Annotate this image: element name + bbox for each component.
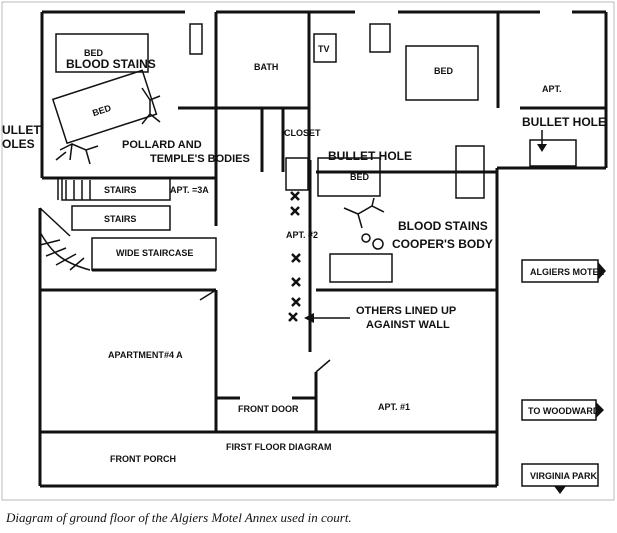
label-others-2: AGAINST WALL [366,319,450,331]
sign-virginia-park: VIRGINIA PARK [530,471,598,481]
label-first-floor-diagram: FIRST FLOOR DIAGRAM [226,442,332,452]
sign-algiers-motel: ALGIERS MOTEL [530,267,605,277]
label-blood-stains-top: BLOOD STAINS [66,57,156,71]
tv-box [313,33,337,63]
label-wide-staircase: WIDE STAIRCASE [116,248,193,258]
label-bed-tilted: BED [91,103,113,119]
signs [521,259,606,494]
label-others-1: OTHERS LINED UP [356,305,456,317]
label-closet: CLOSET [284,128,321,138]
label-stairs-lower: STAIRS [104,214,136,224]
label-front-door: FRONT DOOR [238,404,299,414]
label-bullet-hole-right: BULLET HOLE [522,115,606,129]
label-bed-top-right: BED [434,66,454,76]
label-apt2: APT. #2 [286,230,318,240]
label-stairs-upper: STAIRS [104,185,136,195]
bed-apt2 [317,157,381,197]
label-bed-top-left: BED [84,48,104,58]
label-bullet-holes-left-1: ULLET [2,123,41,137]
body-figures [55,87,385,250]
label-bullet-hole-apt2: BULLET HOLE [328,149,412,163]
label-bullet-holes-left-2: OLES [2,137,35,151]
label-bath: BATH [254,62,278,72]
bed-top-left [55,33,149,73]
bed-tilted [51,69,158,145]
label-pollard-2: TEMPLE'S BODIES [150,153,250,165]
label-apt1: APT. #1 [378,402,410,412]
label-bed-apt2: BED [350,172,370,182]
label-blood-stains-apt2: BLOOD STAINS [398,219,488,233]
stairs-area [39,177,217,271]
label-apt-top-right: APT. [542,84,562,94]
label-front-porch: FRONT PORCH [110,454,176,464]
label-tv: TV [318,44,330,54]
furniture [51,23,577,283]
outer-walls [1,1,615,501]
label-coopers-body: COOPER'S BODY [392,237,493,251]
x-marks [288,191,301,322]
figure-caption: Diagram of ground floor of the Algiers M… [6,510,352,525]
sign-to-woodward: TO WOODWARD [528,406,600,416]
label-pollard-1: POLLARD AND [122,139,202,151]
arrows [304,130,547,323]
bed-top-right [405,45,479,101]
chair [369,23,391,53]
label-apartment-4a-word: APARTMENT [108,350,164,360]
label-apt3a: APT. =3A [170,185,209,195]
label-apartment-4a-num: #4 A [164,350,183,360]
